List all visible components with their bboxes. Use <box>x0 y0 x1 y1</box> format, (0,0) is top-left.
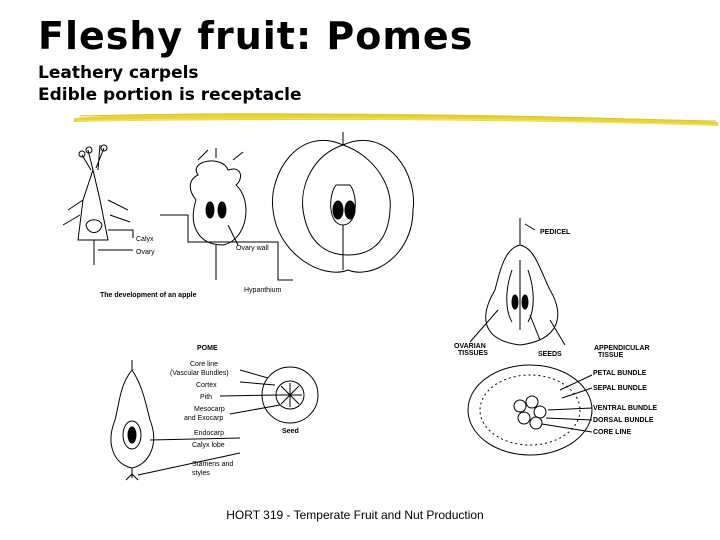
label-hypanthium: Hypanthium <box>244 287 282 294</box>
label-styles: styles <box>192 470 210 477</box>
label-core-line: Core line <box>190 361 218 368</box>
label-endocarp: Endocarp <box>194 430 224 437</box>
label-exocarp: and Exocarp <box>184 415 223 422</box>
label-sepal-bundle: SEPAL BUNDLE <box>593 385 647 392</box>
pear-diagram: PEDICEL OVARIAN TISSUES SEEDS APPENDICUL… <box>450 210 680 470</box>
label-mesocarp: Mesocarp <box>194 406 225 413</box>
label-pith: Pith <box>200 394 212 401</box>
label-ovary: Ovary <box>136 249 155 256</box>
apple-development-diagram: Calyx Ovary Ovary wall Hypanthium The de… <box>38 130 428 305</box>
subtitle-line-2: Edible portion is receptacle <box>38 85 302 105</box>
apple-development-caption: The development of an apple <box>100 292 197 299</box>
label-calyx: Calyx <box>136 236 154 243</box>
label-seed: Seed <box>282 428 299 435</box>
label-vascular-bundles: (Vascular Bundles) <box>170 370 229 377</box>
subtitle-line-1: Leathery carpels <box>38 63 199 83</box>
pome-diagram: POME Core line (Vascular Bundles) Cortex… <box>90 340 330 490</box>
footer: HORT 319 - Temperate Fruit and Nut Produ… <box>0 508 720 522</box>
label-ovarian: OVARIAN <box>454 343 486 350</box>
accent-rule <box>74 113 718 126</box>
label-stamens: Stamens and <box>192 461 233 468</box>
pome-heading: POME <box>197 345 218 352</box>
label-seeds: SEEDS <box>538 351 562 358</box>
slide-title: Fleshy fruit: Pomes <box>38 14 474 58</box>
label-calyx-lobe: Calyx lobe <box>192 442 225 449</box>
label-petal-bundle: PETAL BUNDLE <box>593 370 647 377</box>
footer-text: HORT 319 - Temperate Fruit and Nut Produ… <box>226 508 484 522</box>
label-cortex: Cortex <box>196 382 217 389</box>
label-tissue: TISSUE <box>598 352 624 359</box>
label-core-line-pear: CORE LINE <box>593 429 631 436</box>
label-pedicel: PEDICEL <box>540 229 571 236</box>
label-dorsal-bundle: DORSAL BUNDLE <box>593 417 654 424</box>
label-tissues: TISSUES <box>458 350 488 357</box>
label-ovary-wall: Ovary wall <box>236 245 269 252</box>
label-appendicular: APPENDICULAR <box>594 345 650 352</box>
label-ventral-bundle: VENTRAL BUNDLE <box>593 405 657 412</box>
